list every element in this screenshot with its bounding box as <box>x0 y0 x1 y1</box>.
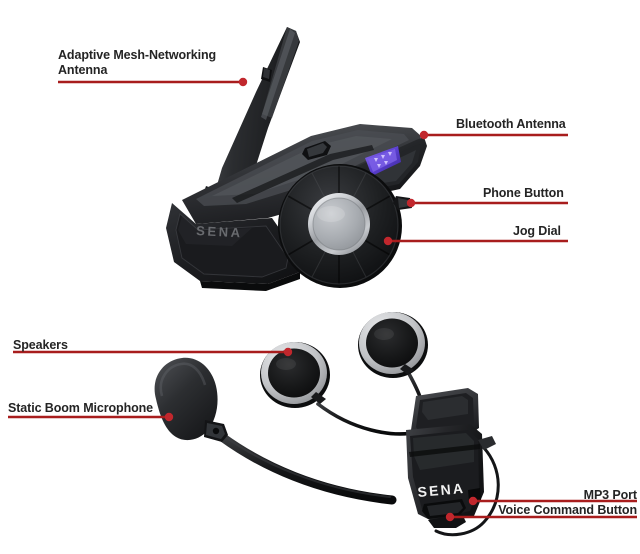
leader-line-phone-button <box>406 198 568 208</box>
speaker-mic-clamp-assembly: SENA <box>154 312 500 537</box>
sena-logo-main-unit: SENA <box>196 223 243 240</box>
callout-label-speakers: Speakers <box>13 338 68 352</box>
sena-logo-clamp: SENA <box>417 480 466 500</box>
phone-button-part <box>393 196 412 210</box>
headset-main-unit: SENA <box>166 27 427 291</box>
svg-text:SENA: SENA <box>196 223 243 240</box>
leader-line-mesh-antenna <box>58 77 248 87</box>
callout-label-jog-dial: Jog Dial <box>513 224 561 238</box>
upper-shell <box>182 124 421 224</box>
clamp-wire-clip <box>434 446 500 537</box>
main-body-face <box>166 203 300 291</box>
callout-label-static-boom-microphone: Static Boom Microphone <box>8 401 154 415</box>
leader-line-jog-dial <box>383 236 568 246</box>
led-indicator <box>365 146 401 176</box>
leader-line-voice-command <box>445 512 637 522</box>
leader-line-speakers <box>13 347 293 357</box>
svg-text:SENA: SENA <box>417 480 466 500</box>
clip-mount <box>478 436 496 450</box>
leader-line-bluetooth-antenna <box>419 130 568 140</box>
jog-dial-part <box>278 164 402 288</box>
callout-label-phone-button: Phone Button <box>483 186 564 200</box>
clamp-main-body <box>406 424 484 528</box>
leader-line-mp3-port <box>468 496 637 506</box>
voice-command-button-part <box>422 499 466 519</box>
callout-label-bluetooth-antenna: Bluetooth Antenna <box>456 117 566 131</box>
speaker-right <box>358 312 428 378</box>
speaker-left <box>260 342 330 408</box>
leader-line-boom-microphone <box>8 412 174 422</box>
callout-label-voice-command-button: Voice Command Button <box>498 503 637 517</box>
callout-label-mp3-port: MP3 Port <box>583 488 637 502</box>
callout-label-adaptive-mesh-networking-antenna: Adaptive Mesh-Networking Antenna <box>58 48 217 77</box>
boom-arm <box>217 432 397 505</box>
